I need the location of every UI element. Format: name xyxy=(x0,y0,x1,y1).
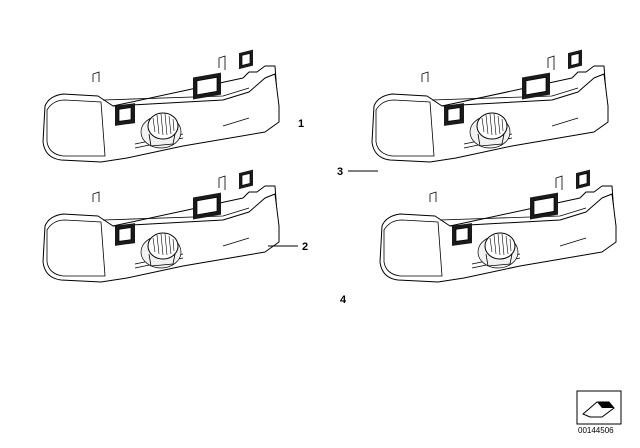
reference-box-icon xyxy=(576,390,622,425)
callout-2: 2 xyxy=(302,241,308,253)
panel-2 xyxy=(42,169,280,283)
callout-3: 3 xyxy=(337,166,343,178)
callout-4: 4 xyxy=(340,294,347,306)
callout-1: 1 xyxy=(298,118,304,130)
panel-1 xyxy=(42,49,280,163)
panel-4 xyxy=(379,169,617,283)
panel-3 xyxy=(371,49,609,163)
reference-number: 00144506 xyxy=(578,426,614,435)
